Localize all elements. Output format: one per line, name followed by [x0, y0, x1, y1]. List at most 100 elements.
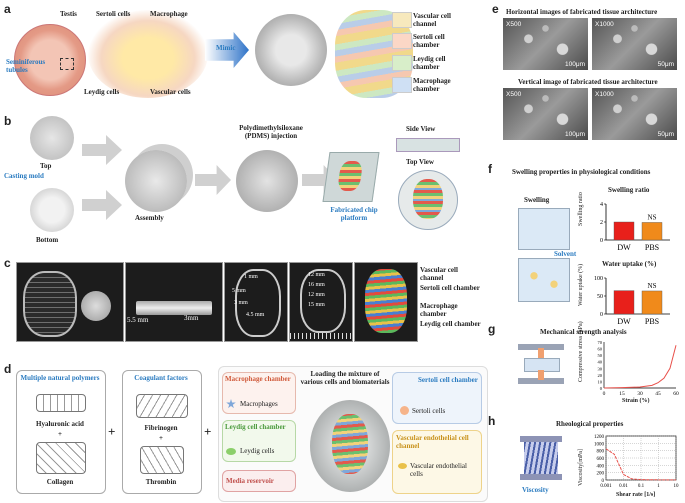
tubule-zoom-box — [60, 58, 74, 70]
x-tick-label: DW — [617, 317, 631, 326]
x-tick-label: 30 — [637, 391, 643, 397]
polymers-title: Multiple natural polymers — [20, 374, 100, 382]
pdms-arrow — [195, 165, 231, 195]
fibrinogen-plus: + — [159, 434, 163, 442]
sertoli-icon — [400, 406, 409, 415]
fibrinogen-label: Fibrinogen — [144, 424, 178, 432]
y-tick-label: 600 — [597, 457, 605, 462]
collagen-label: Collagen — [46, 478, 74, 486]
thrombin-structure — [140, 446, 184, 474]
legend-sertoli-swatch — [392, 33, 412, 49]
legend-vascular-swatch — [392, 12, 412, 28]
x-tick-label: 0 — [603, 391, 606, 397]
y-tick-label: 0 — [600, 386, 603, 391]
x-tick-label: 15 — [619, 391, 625, 397]
mac-chamber-label: Macrophage chamber — [225, 375, 291, 383]
y-tick-label: 4 — [600, 202, 603, 208]
g-title: Mechanical strength analysis — [540, 328, 627, 336]
top-label: Top — [40, 162, 52, 170]
panel-label-h: h — [488, 414, 496, 428]
vas-chamber-label: Vascular endothelial cell channel — [396, 434, 469, 450]
media-reservoir-box — [222, 470, 296, 492]
y-tick-label: 60 — [598, 347, 603, 352]
photo-chip-coin — [16, 262, 124, 342]
stress-curve — [603, 345, 677, 389]
collagen-structure — [36, 442, 86, 474]
bottom-label: Bottom — [36, 236, 59, 244]
vascular-label: Vascular cells — [150, 88, 191, 96]
legend-leydig-swatch — [392, 55, 412, 71]
swelling-cube-top — [518, 208, 570, 250]
h-title: Rheological properties — [556, 420, 624, 428]
y-tick-label: 0 — [600, 312, 603, 318]
y-tick-label: 200 — [597, 472, 605, 477]
y-tick-label: 400 — [597, 464, 605, 469]
ratio-ylabel: Swelling ratio — [578, 192, 584, 226]
side-view-chip — [396, 138, 460, 152]
ratio-title: Swelling ratio — [608, 186, 650, 194]
h-ylabel: Viscosity[mPa] — [578, 449, 584, 486]
panel-label-c: c — [4, 256, 11, 270]
swelling-cube-bottom — [518, 258, 570, 302]
dim-15mm: 15 mm — [308, 302, 325, 308]
media-reservoir-label: Media reservoir — [226, 477, 274, 485]
viscosity-label: Viscosity — [522, 486, 549, 494]
photo-chip-dims-2 — [289, 262, 353, 342]
vascular-icon — [398, 463, 407, 469]
fibrinogen-structure — [136, 394, 188, 418]
photo-chip-dims-1 — [224, 262, 288, 342]
dim-5mm: 5 mm — [232, 288, 246, 294]
y-tick-label: 0 — [602, 479, 605, 484]
dim-16mm: 16 mm — [308, 282, 325, 288]
coagulant-title: Coagulant factors — [134, 374, 188, 382]
hyaluronic-plus: + — [58, 430, 62, 438]
c-vascular-label: Vascular cell channel — [420, 266, 458, 282]
coagulant-box — [122, 370, 202, 494]
e-vertical-title: Vertical image of fabricated tissue arch… — [518, 78, 658, 86]
leydig-chamber-box — [222, 420, 296, 462]
testis-label: Testis — [60, 10, 77, 18]
g-xlabel: Strain (%) — [622, 398, 650, 404]
leydig-label: Leydig cells — [84, 88, 120, 96]
macrophage-chamber-box — [222, 372, 296, 414]
uptake-title: Water uptake (%) — [602, 260, 657, 268]
legend-vascular-label: Vascular cell channel — [413, 12, 451, 28]
x-tick-label: 0.001 — [600, 484, 612, 489]
ser-chamber-label: Sertoli cell chamber — [418, 376, 478, 384]
mold-top — [30, 116, 74, 160]
panel-label-b: b — [4, 114, 12, 128]
dim-1mm: 1 mm — [244, 274, 258, 280]
y-tick-label: 1000 — [594, 442, 605, 447]
legend-macrophage-label: Macrophage chamber — [413, 77, 451, 93]
photo-chip-colored — [354, 262, 418, 342]
thrombin-label: Thrombin — [145, 478, 177, 486]
pdms-label: Polydimethylsiloxane (PDMS) injection — [239, 124, 303, 140]
legend-macrophage-swatch — [392, 77, 412, 93]
chip-illustration — [255, 14, 327, 86]
x-tick-label: 10 — [674, 484, 680, 489]
y-tick-label: 40 — [598, 360, 603, 365]
y-tick-label: 20 — [598, 373, 603, 378]
y-tick-label: 1200 — [594, 435, 605, 440]
sertoli-label: Sertoli cells — [96, 10, 131, 18]
c-leydig-label: Leydig cell chamber — [420, 320, 481, 328]
x-tick-label: 0.01 — [619, 484, 628, 489]
fabricated-label: Fabricated chip platform — [330, 206, 378, 222]
x-tick-label: 60 — [673, 391, 679, 397]
ns-annotation: NS — [648, 213, 657, 221]
macrophage-label: Macrophage — [150, 10, 188, 18]
plus-sign-2: + — [204, 424, 212, 439]
y-tick-label: 50 — [597, 294, 603, 300]
dim-45mm: 4.5 mm — [246, 312, 265, 318]
viscosity-illustration — [520, 436, 562, 480]
casting-mold-label: Casting mold — [4, 172, 44, 180]
mold-bottom — [30, 188, 74, 232]
solvent-label: Solvent — [554, 250, 577, 258]
polymers-box — [16, 370, 106, 494]
panel-label-e: e — [492, 2, 499, 16]
seminiferous-label: Seminiferous tubules — [6, 58, 46, 74]
bar-dw — [613, 221, 635, 241]
